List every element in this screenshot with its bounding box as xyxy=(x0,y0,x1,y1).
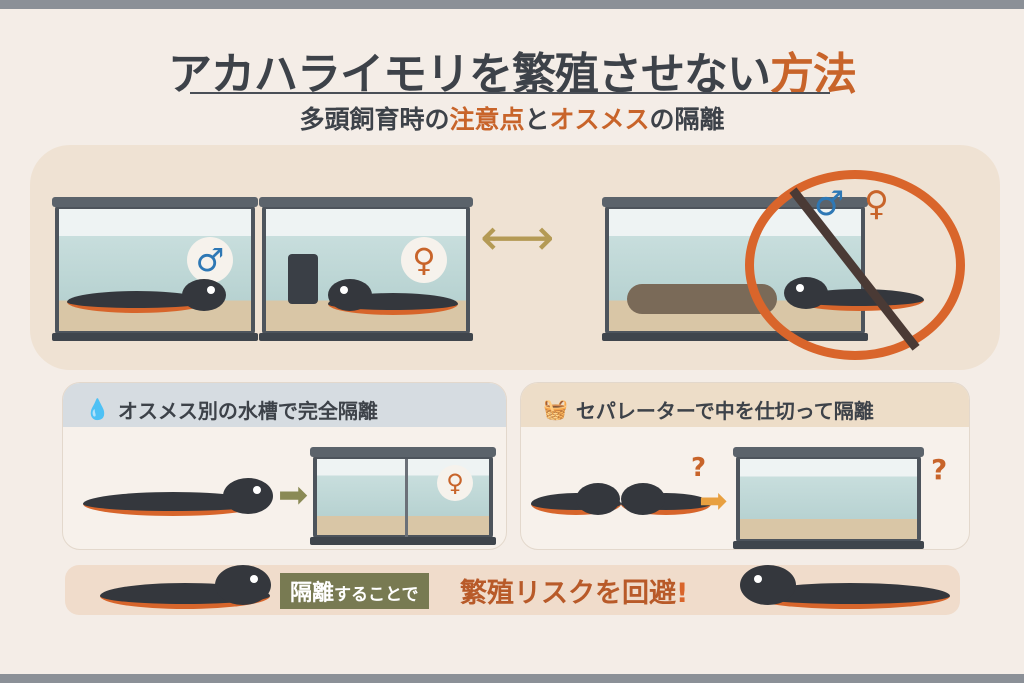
divided-tank: ♀ xyxy=(310,447,496,545)
subtitle-text: の隔離 xyxy=(649,105,725,134)
separator-icon: 🧺 xyxy=(543,397,568,421)
male-icon: ♂ xyxy=(187,237,233,283)
subtitle-accent: 注意点 xyxy=(449,105,525,134)
panel-title: セパレーターで中を仕切って隔離 xyxy=(575,398,874,423)
question-icon: ? xyxy=(931,453,948,486)
banner-tag: 隔離することで xyxy=(280,573,429,609)
panel-title: オスメス別の水槽で完全隔離 xyxy=(117,398,378,423)
subtitle-text: と xyxy=(524,105,550,134)
arrow-right-icon: ➡ xyxy=(278,475,309,516)
page-title: アカハライモリを繁殖させない方法 xyxy=(0,38,1024,102)
subtitle-text: 多頭飼育時の xyxy=(299,105,450,134)
male-tank: ♂ xyxy=(52,197,258,341)
bottom-border xyxy=(0,674,1024,683)
question-icon: ? xyxy=(691,453,707,483)
female-icon: ♀ xyxy=(864,184,889,224)
arrow-right-icon: ➡ xyxy=(699,481,728,521)
tag-text-rest: することで xyxy=(334,585,419,605)
title-accent: 方法 xyxy=(770,49,857,100)
subtitle: 多頭飼育時の注意点とオスメスの隔離 xyxy=(0,100,1024,136)
subtitle-accent: オスメス xyxy=(549,105,650,134)
panel-header: 💧 オスメス別の水槽で完全隔離 xyxy=(63,383,506,427)
top-border xyxy=(0,0,1024,9)
separator-tank xyxy=(733,447,924,549)
double-arrow-icon: ⟷ xyxy=(480,208,555,268)
filter-icon xyxy=(288,254,318,304)
title-main: アカハライモリを繁殖させない xyxy=(168,49,771,100)
panel-separate-tanks: 💧 オスメス別の水槽で完全隔離 ➡ ♀ xyxy=(62,382,507,550)
male-icon: ♂ xyxy=(814,184,845,224)
tag-text: 隔離 xyxy=(290,581,335,606)
female-icon: ♀ xyxy=(437,465,473,501)
banner-message: 繁殖リスクを回避! xyxy=(460,571,688,610)
exclaim: ! xyxy=(676,578,689,609)
panel-header: 🧺 セパレーターで中を仕切って隔離 xyxy=(521,383,969,427)
title-divider xyxy=(190,92,830,94)
water-drop-icon: 💧 xyxy=(85,397,110,421)
female-icon: ♀ xyxy=(401,237,447,283)
female-tank: ♀ xyxy=(259,197,473,341)
prohibited-icon: ♂ ♀ xyxy=(745,170,965,360)
panel-separator: 🧺 セパレーターで中を仕切って隔離 ? ➡ ? xyxy=(520,382,970,550)
message-text: 繁殖リスクを回避 xyxy=(460,578,676,609)
